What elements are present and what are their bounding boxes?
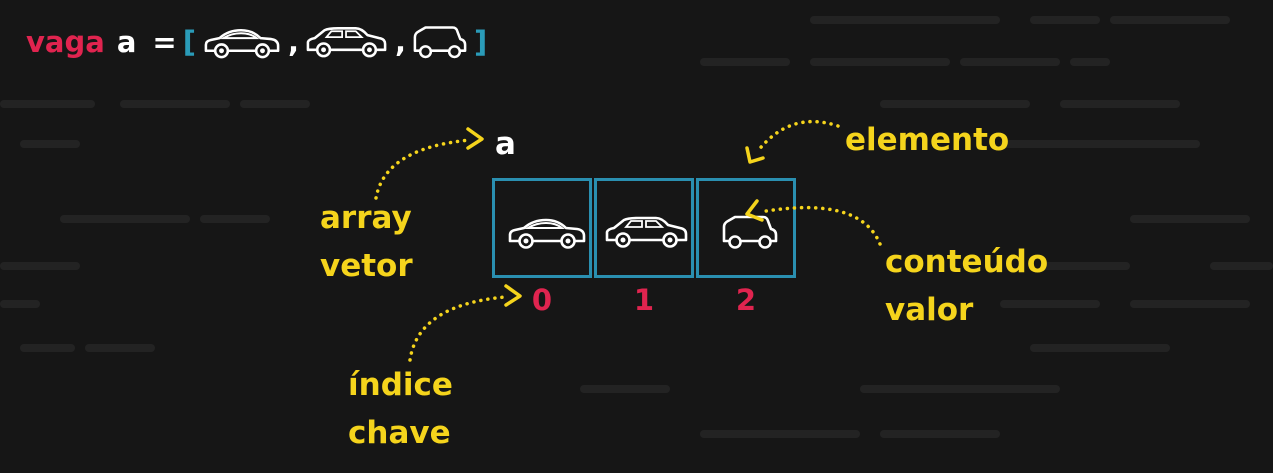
code-declaration: vaga a = [ , , ]	[26, 22, 487, 62]
arrowhead-index	[504, 284, 522, 307]
arrow-to-index	[408, 295, 507, 362]
array-cell-1	[594, 178, 694, 278]
array-cell-2	[696, 178, 796, 278]
array-cell-0	[492, 178, 592, 278]
label-chave: chave	[348, 415, 451, 451]
label-vetor: vetor	[320, 248, 413, 284]
arrow-to-array-name	[374, 138, 472, 200]
array-index-0: 0	[531, 283, 553, 317]
label-conteudo: conteúdo	[885, 244, 1049, 280]
label-valor: valor	[885, 292, 974, 328]
code-variable: a	[116, 25, 137, 59]
code-separator: ,	[287, 25, 299, 59]
array-index-1: 1	[633, 283, 655, 317]
code-equals: =	[152, 25, 177, 59]
code-keyword: vaga	[26, 25, 105, 59]
arrowhead-content	[745, 199, 764, 222]
arrowhead-array-name	[466, 127, 484, 150]
arrowhead-element	[745, 146, 765, 164]
open-bracket: [	[182, 25, 196, 59]
array-name-label: a	[495, 126, 516, 162]
arrow-to-element	[755, 119, 840, 154]
label-elemento: elemento	[845, 122, 1010, 158]
code-separator: ,	[395, 25, 407, 59]
label-array: array	[320, 200, 412, 236]
label-indice: índice	[348, 367, 453, 403]
close-bracket: ]	[474, 25, 488, 59]
array-index-2: 2	[735, 283, 757, 317]
arrow-to-content	[758, 205, 882, 246]
